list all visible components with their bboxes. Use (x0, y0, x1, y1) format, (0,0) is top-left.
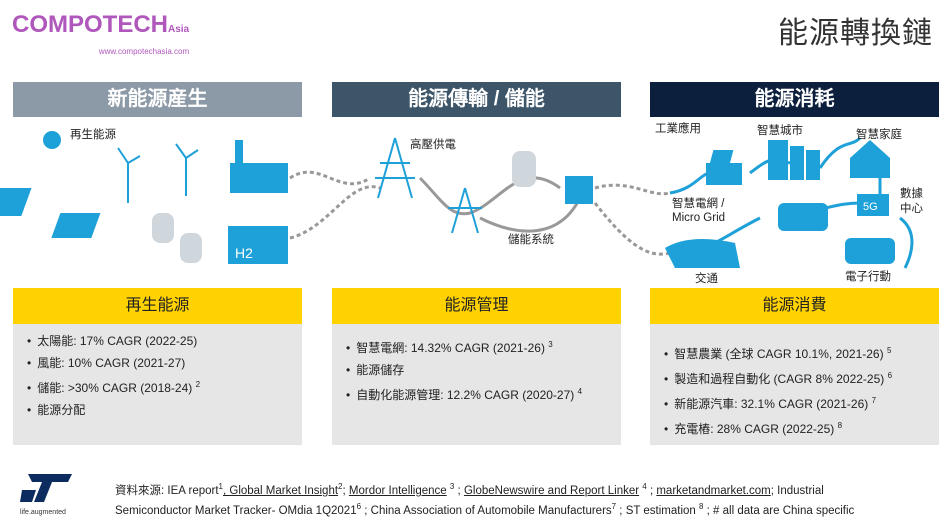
page-title: 能源轉換鏈 (778, 17, 933, 50)
storage-cube-icon (565, 176, 593, 204)
section-header-consumption: 能源消耗 (650, 82, 939, 117)
label-renewable: 再生能源 (70, 129, 116, 141)
sun-icon (43, 131, 61, 149)
label-storage: 儲能系統 (508, 234, 554, 246)
logo-tagline: life.augmented (20, 509, 66, 516)
stats-box-transmission: 智慧電網: 14.32% CAGR (2021-26) 3 能源儲存 自動化能源… (332, 324, 621, 445)
stats-box-consumption: 智慧農業 (全球 CAGR 10.1%, 2021-26) 5 製造和過程自動化… (650, 324, 939, 445)
sources-footer: 資料來源: IEA report1, Global Market Insight… (115, 482, 855, 517)
bus-icon (778, 203, 828, 231)
ev-car-icon (845, 238, 895, 264)
list-item: 能源分配 (27, 399, 292, 421)
solar-panel-icon (0, 188, 101, 238)
h2-label: H2 (235, 245, 253, 261)
label-smart-home: 智慧家庭 (856, 129, 902, 141)
battery-storage-icon (152, 151, 536, 263)
list-item: 太陽能: 17% CAGR (2022-25) (27, 330, 292, 352)
stats-box-generation: 太陽能: 17% CAGR (2022-25) 風能: 10% CAGR (20… (13, 324, 302, 445)
factory-icon (230, 140, 288, 193)
list-item: 製造和過程自動化 (CAGR 8% 2022-25) 6 (664, 365, 929, 390)
label-data-1: 數據 (900, 188, 923, 200)
subheader-energy-management: 能源管理 (332, 288, 621, 324)
wind-turbine-icon (117, 143, 199, 203)
5g-datacenter-icon (857, 194, 889, 216)
smart-home-icon (850, 140, 890, 178)
power-tower-icon (375, 137, 482, 234)
source-link[interactable]: GlobeNewswire and Report Linker (463, 484, 640, 497)
subheader-renewable: 再生能源 (13, 288, 302, 324)
source-link[interactable]: Mordor Intelligence (348, 484, 447, 497)
list-item: 新能源汽車: 32.1% CAGR (2021-26) 7 (664, 390, 929, 415)
microgrid-icon (706, 150, 742, 185)
label-data-2: 中心 (900, 203, 923, 215)
label-transport: 交通 (695, 273, 718, 285)
list-item: 充電樁: 28% CAGR (2022-25) 8 (664, 415, 929, 440)
source-link[interactable]: marketandmarket.com (656, 484, 771, 497)
source-link[interactable]: , Global Market Insight (222, 484, 339, 497)
section-header-generation: 新能源産生 (13, 82, 302, 117)
section-header-transmission: 能源傳輸 / 儲能 (332, 82, 621, 117)
list-item: 智慧農業 (全球 CAGR 10.1%, 2021-26) 5 (664, 340, 929, 365)
label-grid-2: Micro Grid (672, 212, 726, 224)
label-emobility: 電子行動 (845, 271, 891, 283)
energy-chain-illustration: H2 5G (0, 131, 914, 269)
label-grid-1: 智慧電網 / (672, 198, 725, 210)
label-smart-city: 智慧城市 (757, 125, 803, 137)
st-logo-icon (20, 474, 72, 502)
subheader-energy-consumption: 能源消費 (650, 288, 939, 324)
label-high-voltage: 高壓供電 (410, 139, 456, 151)
list-item: 自動化能源管理: 12.2% CAGR (2020-27) 4 (346, 381, 611, 406)
label-industry: 工業應用 (655, 123, 701, 135)
list-item: 儲能: >30% CAGR (2018-24) 2 (27, 374, 292, 399)
5g-label: 5G (863, 201, 878, 213)
hydrogen-tank-icon (228, 226, 288, 264)
list-item: 智慧電網: 14.32% CAGR (2021-26) 3 (346, 334, 611, 359)
st-logo: life.augmented (20, 474, 72, 516)
smart-city-icon (768, 140, 820, 180)
list-item: 風能: 10% CAGR (2021-27) (27, 352, 292, 374)
train-icon (665, 239, 740, 268)
list-item: 能源儲存 (346, 359, 611, 381)
